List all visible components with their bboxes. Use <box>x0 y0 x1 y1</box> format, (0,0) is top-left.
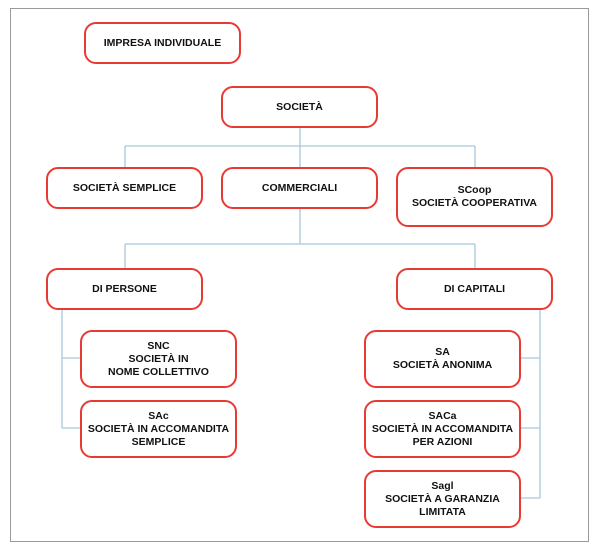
node-label: DI PERSONE <box>92 282 157 295</box>
node-di-persone: DI PERSONE <box>46 268 203 310</box>
node-label: SOCIETÀ COOPERATIVA <box>411 197 538 209</box>
node-scoop: SCoop SOCIETÀ COOPERATIVA <box>396 167 553 227</box>
node-label-line1: SOCIETÀ IN ACCOMANDITA <box>87 422 230 435</box>
node-label: IMPRESA INDIVIDUALE <box>103 36 222 49</box>
node-label-line2: NOME COLLETTIVO <box>108 365 209 378</box>
node-snc: SNC SOCIETÀ IN NOME COLLETTIVO <box>80 330 237 388</box>
node-label-line2: LIMITATA <box>419 505 466 518</box>
node-label: DI CAPITALI <box>443 282 506 295</box>
node-abbreviation: SCoop <box>457 184 492 196</box>
node-label-line1: SOCIETÀ IN <box>128 352 189 365</box>
node-label: SOCIETÀ <box>276 100 323 113</box>
node-saca: SACa SOCIETÀ IN ACCOMANDITA PER AZIONI <box>364 400 521 458</box>
node-commerciali: COMMERCIALI <box>221 167 378 209</box>
node-label-line2: PER AZIONI <box>412 435 473 448</box>
node-label-line2: SEMPLICE <box>131 435 186 448</box>
node-label: SOCIETÀ ANONIMA <box>392 359 493 371</box>
node-societa-semplice: SOCIETÀ SEMPLICE <box>46 167 203 209</box>
node-sagl: Sagl SOCIETÀ A GARANZIA LIMITATA <box>364 470 521 528</box>
node-label: SOCIETÀ SEMPLICE <box>72 181 177 194</box>
node-label-line1: SOCIETÀ A GARANZIA <box>385 492 500 505</box>
node-sa: SA SOCIETÀ ANONIMA <box>364 330 521 388</box>
node-abbreviation: SNC <box>147 339 170 352</box>
node-impresa-individuale: IMPRESA INDIVIDUALE <box>84 22 241 64</box>
node-societa: SOCIETÀ <box>221 86 378 128</box>
node-abbreviation: SA <box>435 346 450 358</box>
node-di-capitali: DI CAPITALI <box>396 268 553 310</box>
node-label-line1: SOCIETÀ IN ACCOMANDITA <box>371 422 514 435</box>
node-abbreviation: SACa <box>428 409 457 422</box>
node-abbreviation: SAc <box>148 409 169 422</box>
node-sac: SAc SOCIETÀ IN ACCOMANDITA SEMPLICE <box>80 400 237 458</box>
node-abbreviation: Sagl <box>431 479 454 492</box>
node-label: COMMERCIALI <box>261 181 338 194</box>
